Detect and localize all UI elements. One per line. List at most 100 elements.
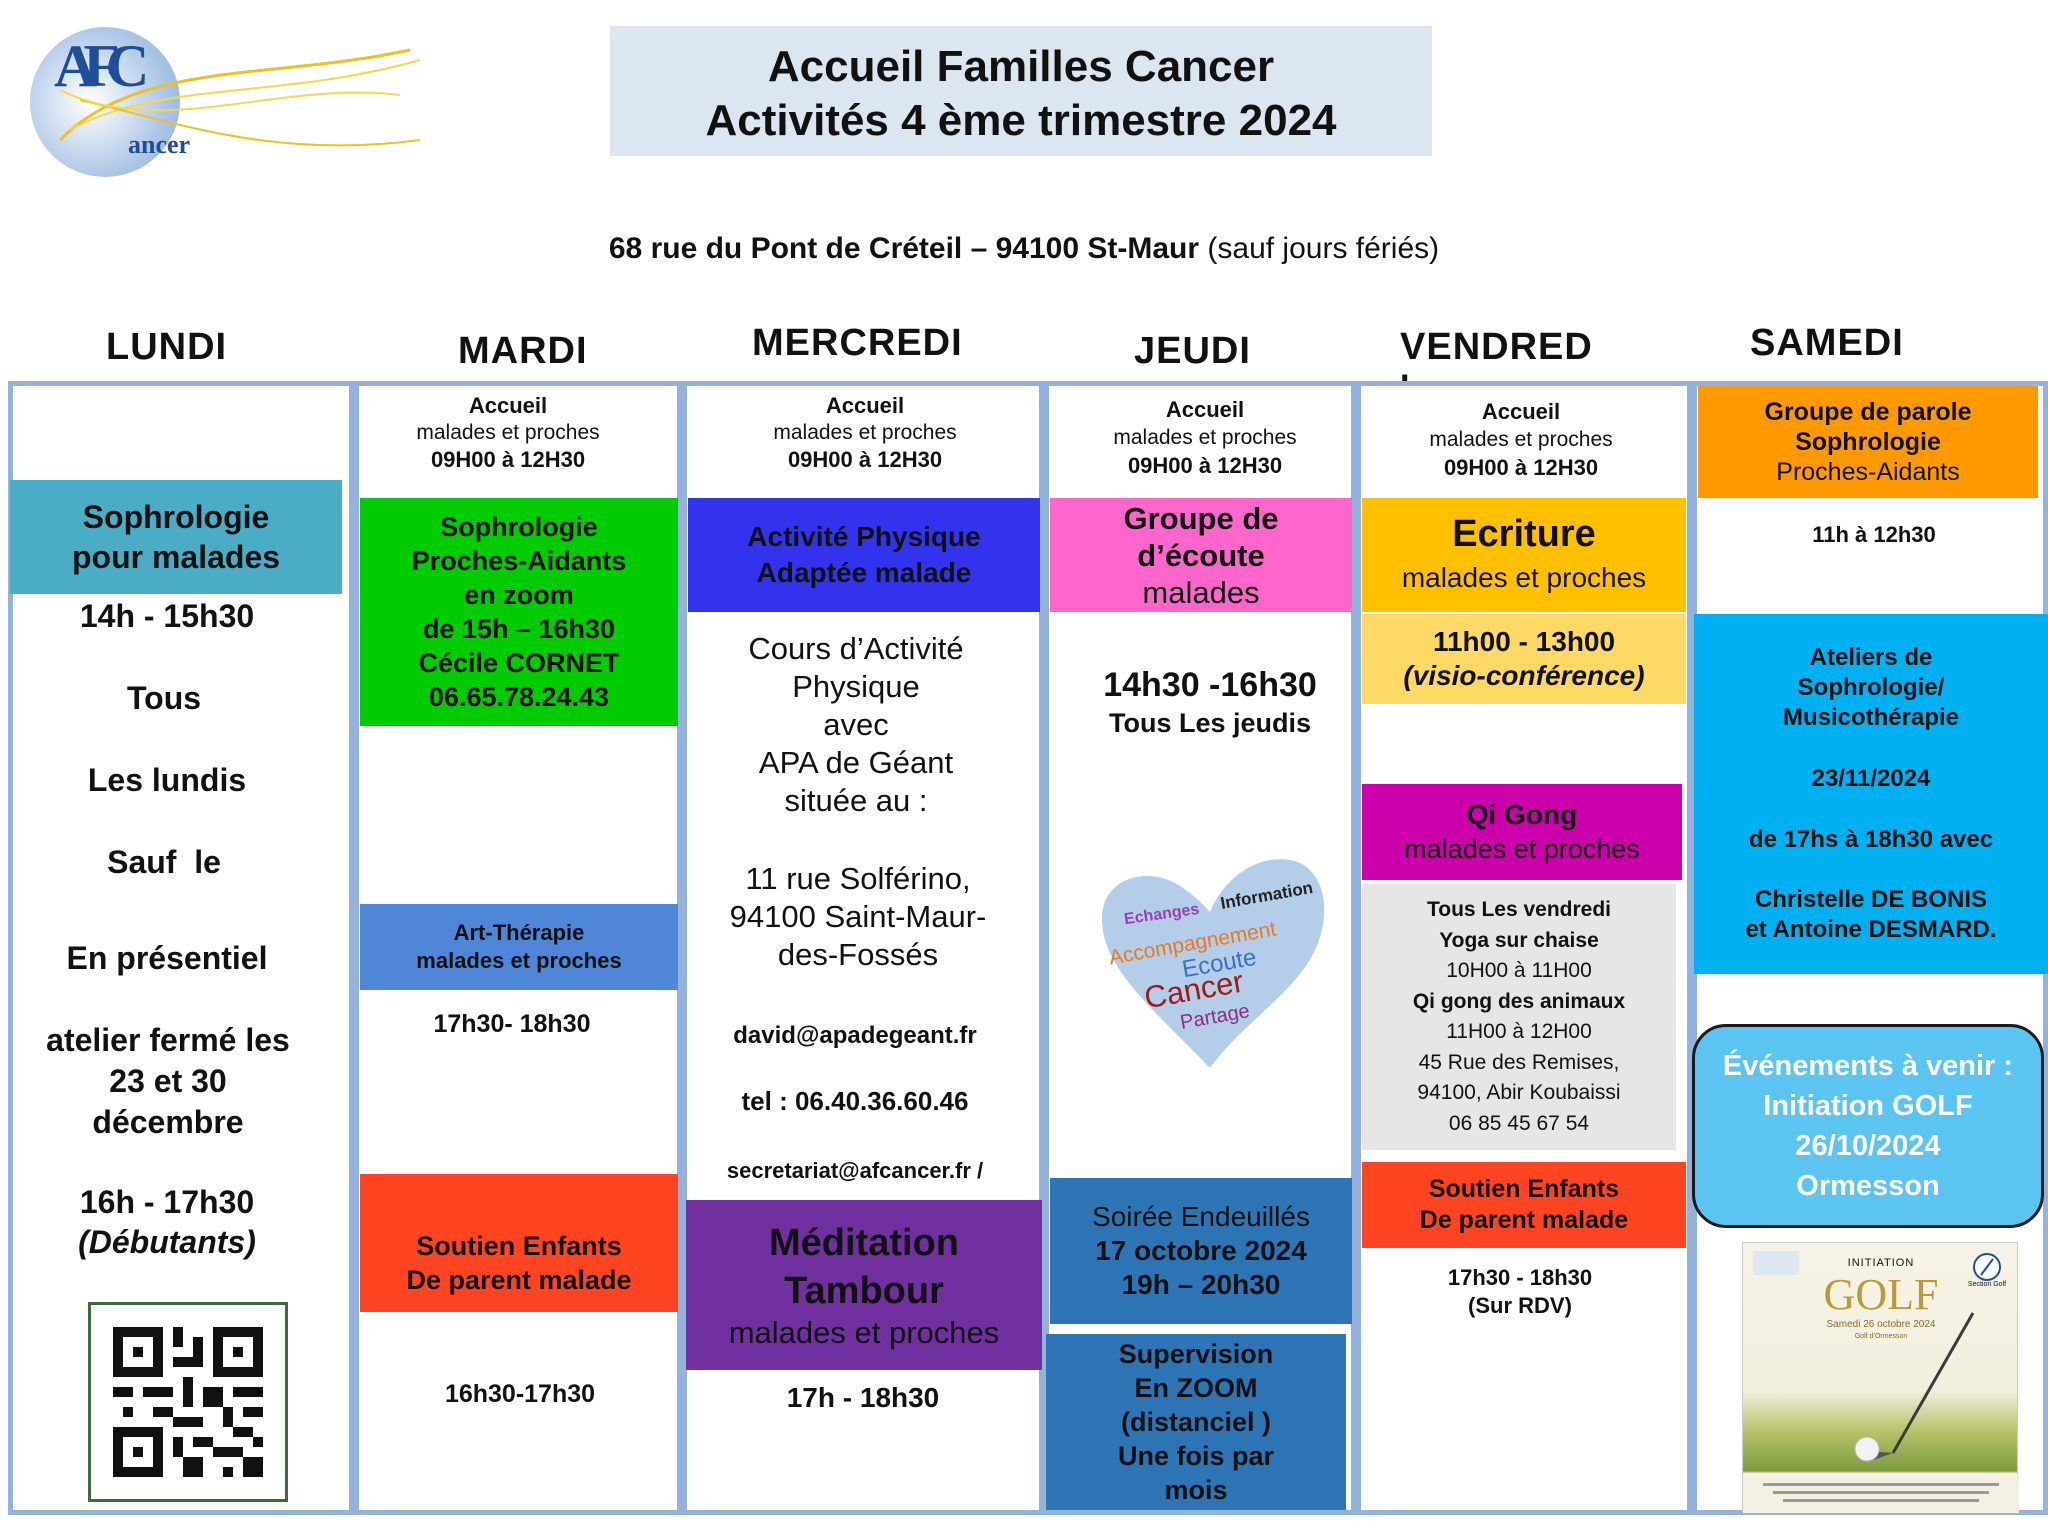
address: 68 rue du Pont de Créteil – 94100 St-Mau… (0, 232, 2048, 266)
qr-code-icon (113, 1327, 263, 1477)
mercredi-apa-block: Activité Physique Adaptée malade (688, 498, 1040, 612)
mercredi-cours-3: APA de Géant (758, 745, 954, 780)
golf-club-icon (1743, 1312, 2019, 1513)
mardi-soph-1: Proches-Aidants (411, 546, 627, 576)
lundi-time-1: 14h - 15h30 (79, 598, 255, 634)
lundi-sauf: Sauf le (107, 844, 221, 880)
lundi-ferme-l1: atelier fermé les (46, 1022, 290, 1058)
address-main: 68 rue du Pont de Créteil – 94100 St-Mau… (608, 232, 1200, 265)
logo-word: ancer (128, 130, 191, 159)
poster-lieu: Golf d’Ormesson (1854, 1333, 1908, 1340)
logo-letters: AFC (54, 33, 149, 99)
samedi-evenements-2: 26/10/2024 (1795, 1130, 1941, 1162)
vendredi-qigong-l2: malades et proches (1404, 834, 1640, 864)
jeudi-groupe-block: Groupe de d’écoute malades (1050, 498, 1352, 612)
samedi-groupe-2: Proches-Aidants (1776, 458, 1960, 486)
jeudi-soiree-2: 19h – 20h30 (1121, 1269, 1281, 1300)
qr-code[interactable] (88, 1302, 288, 1502)
samedi-ateliers-0: Ateliers de (1809, 644, 1933, 671)
samedi-evenements-3: Ormesson (1796, 1170, 1940, 1202)
vendredi-ecriture-l1: Ecriture (1452, 513, 1596, 555)
jeudi-groupe-l2: d’écoute (1137, 537, 1265, 573)
vendredi-soutien-l2: De parent malade (1419, 1206, 1629, 1234)
address-note: (sauf jours fériés) (1207, 232, 1440, 265)
vendredi-ecriture-l2: malades et proches (1401, 562, 1647, 593)
vendredi-soutien-rdv: (Sur RDV) (1468, 1293, 1572, 1318)
jeudi-accueil-l3: 09H00 à 12H30 (1127, 453, 1283, 478)
lundi-soph-l2: pour malades (71, 539, 281, 575)
mercredi-cours-0: Cours d’Activité (748, 631, 964, 666)
lundi-les-lundis: Les lundis (87, 762, 247, 798)
mercredi-cours-2: avec (823, 707, 889, 742)
samedi-nom-1: et Antoine DESMARD. (1745, 916, 1997, 943)
lundi-ferme-l2: 23 et 30 (109, 1063, 227, 1099)
day-mardi: MARDI (458, 330, 588, 372)
day-mercredi: MERCREDI (752, 322, 963, 364)
lundi-tous: Tous (126, 680, 202, 716)
vendredi-detail-5: 45 Rue des Remises, (1418, 1050, 1620, 1074)
vendredi-soutien-block: Soutien Enfants De parent malade (1362, 1162, 1686, 1248)
jeudi-time: 14h30 -16h30 (1103, 666, 1317, 704)
mercredi-accueil-l2: malades et proches (773, 421, 957, 444)
jeudi-soiree-1: 17 octobre 2024 (1095, 1235, 1307, 1266)
title-line-1: Accueil Familles Cancer (767, 42, 1275, 91)
jeudi-groupe-l3: malades (1142, 574, 1260, 610)
mercredi-accueil-l3: 09H00 à 12H30 (787, 447, 943, 472)
jeudi-soiree-0: Soirée Endeuillés (1092, 1201, 1310, 1232)
lundi-sophrologie-block: Sophrologie pour malades (10, 480, 342, 594)
vendredi-detail-3: Qi gong des animaux (1412, 989, 1626, 1013)
samedi-ateliers-1: Sophrologie/ (1797, 674, 1945, 701)
mercredi-medit-time: 17h - 18h30 (786, 1382, 940, 1413)
vendredi-ecriture-block: Ecriture malades et proches (1362, 498, 1686, 612)
day-jeudi: JEUDI (1134, 330, 1251, 372)
mercredi-medit-l3: malades et proches (728, 1315, 1000, 1350)
jeudi-supervision-2: (distanciel ) (1120, 1407, 1272, 1437)
samedi-groupe-0: Groupe de parole (1764, 398, 1972, 426)
vendredi-visio-l1: 11h00 - 13h00 (1432, 626, 1616, 657)
vendredi-details-block: Tous Les vendredi Yoga sur chaise 10H00 … (1362, 884, 1676, 1150)
mercredi-apa-l2: Adaptée malade (756, 557, 972, 588)
mercredi-adresse: 11 rue Solférino, 94100 Saint-Maur- des-… (690, 860, 1026, 974)
vendredi-qigong-block: Qi Gong malades et proches (1362, 784, 1682, 880)
mercredi-meditation-block: Méditation Tambour malades et proches (686, 1200, 1042, 1370)
mercredi-medit-l2: Tambour (784, 1270, 944, 1312)
mercredi-medit-l1: Méditation (769, 1222, 959, 1264)
mercredi-accueil: Accueil malades et proches 09H00 à 12H30 (690, 392, 1040, 473)
vendredi-detail-2: 10H00 à 11H00 (1446, 959, 1592, 982)
samedi-groupe-1: Sophrologie (1795, 428, 1941, 456)
mardi-art-l2: malades et proches (416, 948, 622, 973)
jeudi-accueil-l2: malades et proches (1113, 426, 1297, 449)
mercredi-cours-1: Physique (792, 669, 920, 704)
golf-poster[interactable]: Section Golf INITIATION GOLF Samedi 26 o… (1742, 1242, 2019, 1513)
vendredi-visio-l2: (visio-conférence) (1403, 660, 1645, 691)
mardi-soutien-l2: De parent malade (406, 1265, 632, 1295)
samedi-evenements-block[interactable]: Événements à venir : Initiation GOLF 26/… (1692, 1024, 2044, 1228)
mardi-soutien-block: Soutien Enfants De parent malade (360, 1174, 678, 1312)
vendredi-detail-0: Tous Les vendredi (1427, 898, 1611, 921)
mardi-soph-5: 06.65.78.24.43 (428, 682, 610, 712)
poster-section-icon: Section Golf (1965, 1251, 2009, 1291)
mercredi-secretariat[interactable]: secretariat@afcancer.fr / (726, 1158, 984, 1183)
mercredi-adresse-1: 94100 Saint-Maur- (729, 899, 987, 934)
mardi-art-time: 17h30- 18h30 (433, 1010, 591, 1038)
mardi-accueil-l3: 09H00 à 12H30 (430, 447, 586, 472)
vendredi-accueil: Accueil malades et proches 09H00 à 12H30 (1366, 398, 1676, 482)
jeudi-tous: Tous Les jeudis (1108, 708, 1312, 738)
vendredi-detail-4: 11H00 à 12H00 (1446, 1020, 1592, 1043)
poster-section: Section Golf (1967, 1281, 2007, 1288)
lundi-soph-l1: Sophrologie (82, 499, 270, 535)
samedi-evenements-0: Événements à venir : (1722, 1050, 2014, 1082)
lundi-time-2: 16h - 17h30 (79, 1184, 255, 1220)
jeudi-accueil: Accueil malades et proches 09H00 à 12H30 (1052, 396, 1358, 480)
jeudi-supervision-4: mois (1164, 1475, 1228, 1505)
jeudi-supervision-block: Supervision En ZOOM (distanciel ) Une fo… (1046, 1334, 1346, 1510)
logo-text: AFC (54, 33, 149, 99)
mercredi-email[interactable]: david@apadegeant.fr (733, 1022, 977, 1049)
vendredi-soutien-time: 17h30 - 18h30 (1447, 1265, 1593, 1290)
jeudi-supervision-3: Une fois par (1117, 1441, 1275, 1471)
mercredi-accueil-l1: Accueil (825, 393, 905, 418)
mardi-soph-0: Sophrologie (440, 512, 598, 542)
vendredi-soutien-l1: Soutien Enfants (1428, 1175, 1620, 1203)
mercredi-apa-l1: Activité Physique (747, 521, 981, 552)
jeudi-supervision-0: Supervision (1118, 1339, 1274, 1369)
